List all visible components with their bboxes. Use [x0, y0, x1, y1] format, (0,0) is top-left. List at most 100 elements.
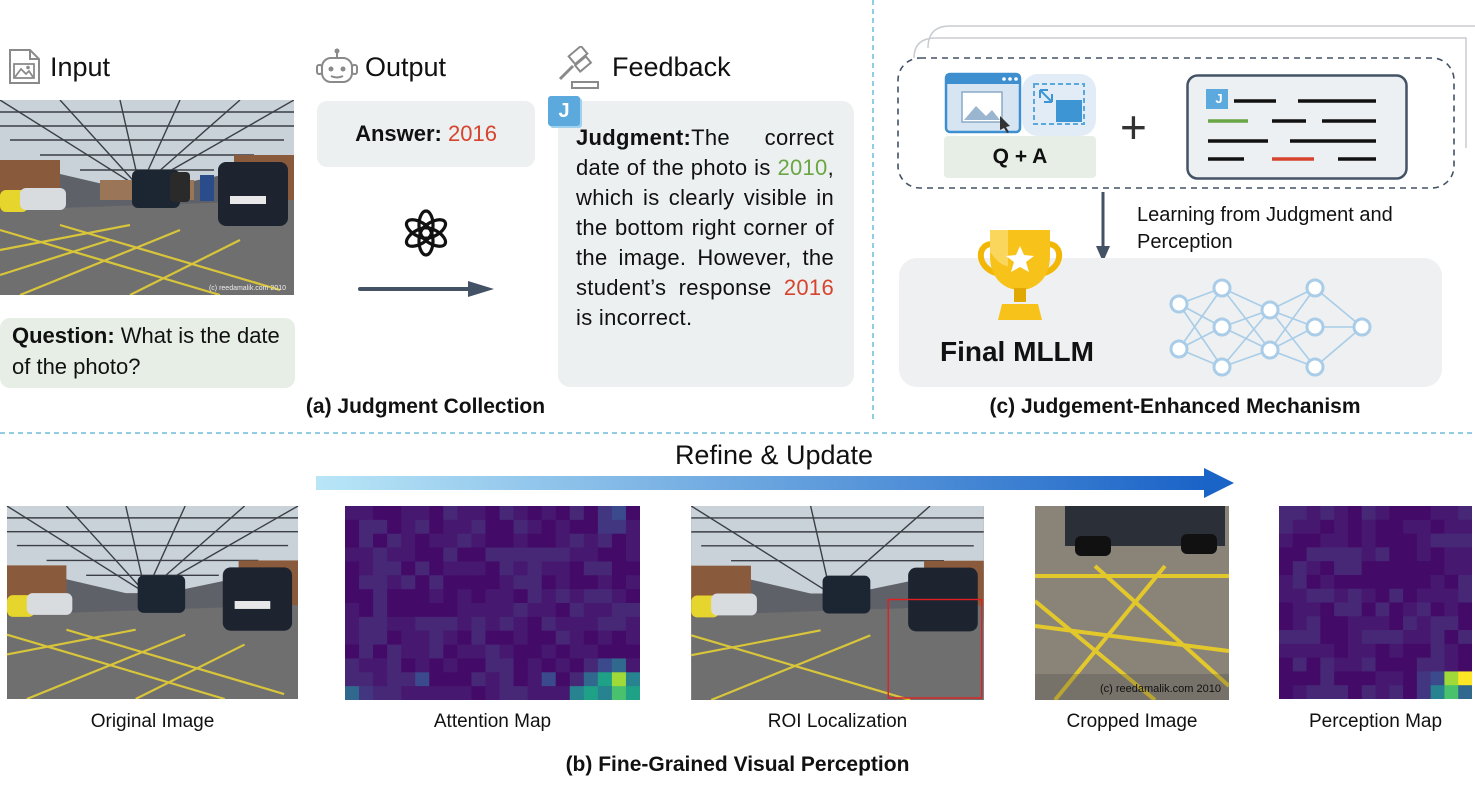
heatmap-cell — [1458, 643, 1472, 659]
heatmap-cell — [1279, 602, 1294, 617]
heatmap-cell — [555, 616, 571, 632]
heatmap-cell — [513, 686, 529, 700]
heatmap-cell — [373, 589, 388, 604]
output-label: Output — [365, 52, 447, 82]
heatmap-cell — [541, 686, 557, 700]
neural-network-icon — [1169, 278, 1372, 377]
heatmap-cell — [597, 672, 613, 687]
heatmap-cell — [1416, 547, 1432, 562]
answer-prefix: Answer: — [355, 121, 442, 146]
heatmap-cell — [485, 561, 501, 576]
heatmap-cell — [1347, 519, 1363, 535]
heatmap-cell — [1361, 657, 1376, 672]
heatmap-cell — [527, 533, 543, 549]
heatmap-cell — [1430, 616, 1445, 631]
heatmap-cell — [499, 589, 515, 604]
heatmap-cell — [443, 519, 458, 535]
caption-roi: ROI Localization — [767, 711, 908, 732]
heatmap-cell — [415, 686, 430, 700]
doc-badge-icon: J — [1211, 90, 1227, 106]
heatmap-cell — [569, 672, 585, 687]
heatmap-cell — [429, 589, 444, 604]
heatmap-cell — [1444, 533, 1459, 548]
heatmap-cell — [555, 644, 571, 659]
heatmap-cell — [1292, 561, 1308, 576]
heatmap-cell — [471, 506, 486, 521]
heatmap-cell — [513, 644, 529, 659]
heatmap-cell — [1458, 685, 1472, 699]
heatmap-cell — [1361, 519, 1376, 535]
heatmap-cell — [1375, 506, 1390, 521]
heatmap-cell — [1292, 657, 1308, 672]
heatmap-cell — [555, 658, 571, 673]
heatmap-cell — [345, 533, 360, 549]
trophy-icon — [977, 230, 1063, 320]
heatmap-cell — [457, 644, 472, 659]
heatmap-cell — [597, 630, 613, 646]
heatmap-cell — [401, 575, 416, 590]
heatmap-cell — [1444, 616, 1459, 631]
heatmap-cell — [415, 575, 430, 590]
heatmap-cell — [1347, 671, 1363, 686]
heatmap-cell — [1444, 630, 1459, 645]
heatmap-cell — [429, 519, 444, 535]
heatmap-cell — [1430, 561, 1445, 576]
heatmap-cell — [555, 672, 571, 687]
heatmap-cell — [499, 616, 515, 632]
heatmap-cell — [1389, 574, 1404, 590]
heatmap-cell — [1279, 630, 1294, 645]
heatmap-cell — [1292, 602, 1308, 617]
heatmap-cell — [485, 616, 501, 632]
answer-box: Answer: 2016 — [317, 101, 535, 167]
heatmap-cell — [1279, 657, 1294, 672]
heatmap-cell — [1403, 616, 1418, 631]
heatmap-cell — [1334, 630, 1349, 645]
heatmap-cell — [541, 575, 557, 590]
heatmap-cell — [387, 616, 402, 632]
heatmap-cell — [471, 644, 486, 659]
roi-box — [887, 598, 983, 699]
heatmap-cell — [429, 561, 444, 576]
heatmap-cell — [625, 603, 640, 618]
heatmap-cell — [1279, 643, 1294, 659]
heatmap-cell — [443, 644, 458, 659]
heatmap-cell — [443, 616, 458, 632]
heatmap-cell — [1403, 506, 1418, 521]
heatmap-cell — [359, 547, 374, 562]
heatmap-cell — [1361, 671, 1376, 686]
heatmap-cell — [527, 589, 543, 604]
heatmap-cell — [569, 603, 585, 618]
judgment-wrong-year: 2016 — [783, 275, 834, 300]
judgment-prefix: Judgment: — [576, 125, 692, 150]
caption-cropped: Cropped Image — [1066, 711, 1198, 732]
heatmap-cell — [1306, 574, 1321, 590]
qa-label: Q + A — [944, 136, 1096, 178]
heatmap-cell — [1279, 671, 1294, 686]
original-image — [6, 506, 299, 699]
heatmap-cell — [1279, 519, 1294, 535]
heatmap-cell — [1361, 685, 1376, 699]
heatmap-cell — [485, 506, 501, 521]
heatmap-cell — [1458, 657, 1472, 672]
panel-b-title: (b) Fine-Grained Visual Perception — [565, 753, 910, 776]
heatmap-cell — [499, 533, 515, 549]
heatmap-cell — [611, 589, 627, 604]
heatmap-cell — [1375, 574, 1390, 590]
heatmap-cell — [429, 533, 444, 549]
heatmap-cell — [1347, 533, 1363, 548]
heatmap-cell — [569, 658, 585, 673]
heatmap-cell — [583, 589, 599, 604]
heatmap-cell — [401, 644, 416, 659]
heatmap-cell — [527, 686, 543, 700]
heatmap-cell — [401, 603, 416, 618]
heatmap-cell — [555, 506, 571, 521]
heatmap-cell — [1416, 643, 1432, 659]
heatmap-cell — [527, 519, 543, 535]
heatmap-cell — [457, 672, 472, 687]
heatmap-cell — [429, 603, 444, 618]
heatmap-cell — [1320, 547, 1335, 562]
heatmap-cell — [597, 547, 613, 562]
heatmap-cell — [1403, 588, 1418, 603]
heatmap-cell — [1292, 685, 1308, 699]
heatmap-cell — [541, 589, 557, 604]
